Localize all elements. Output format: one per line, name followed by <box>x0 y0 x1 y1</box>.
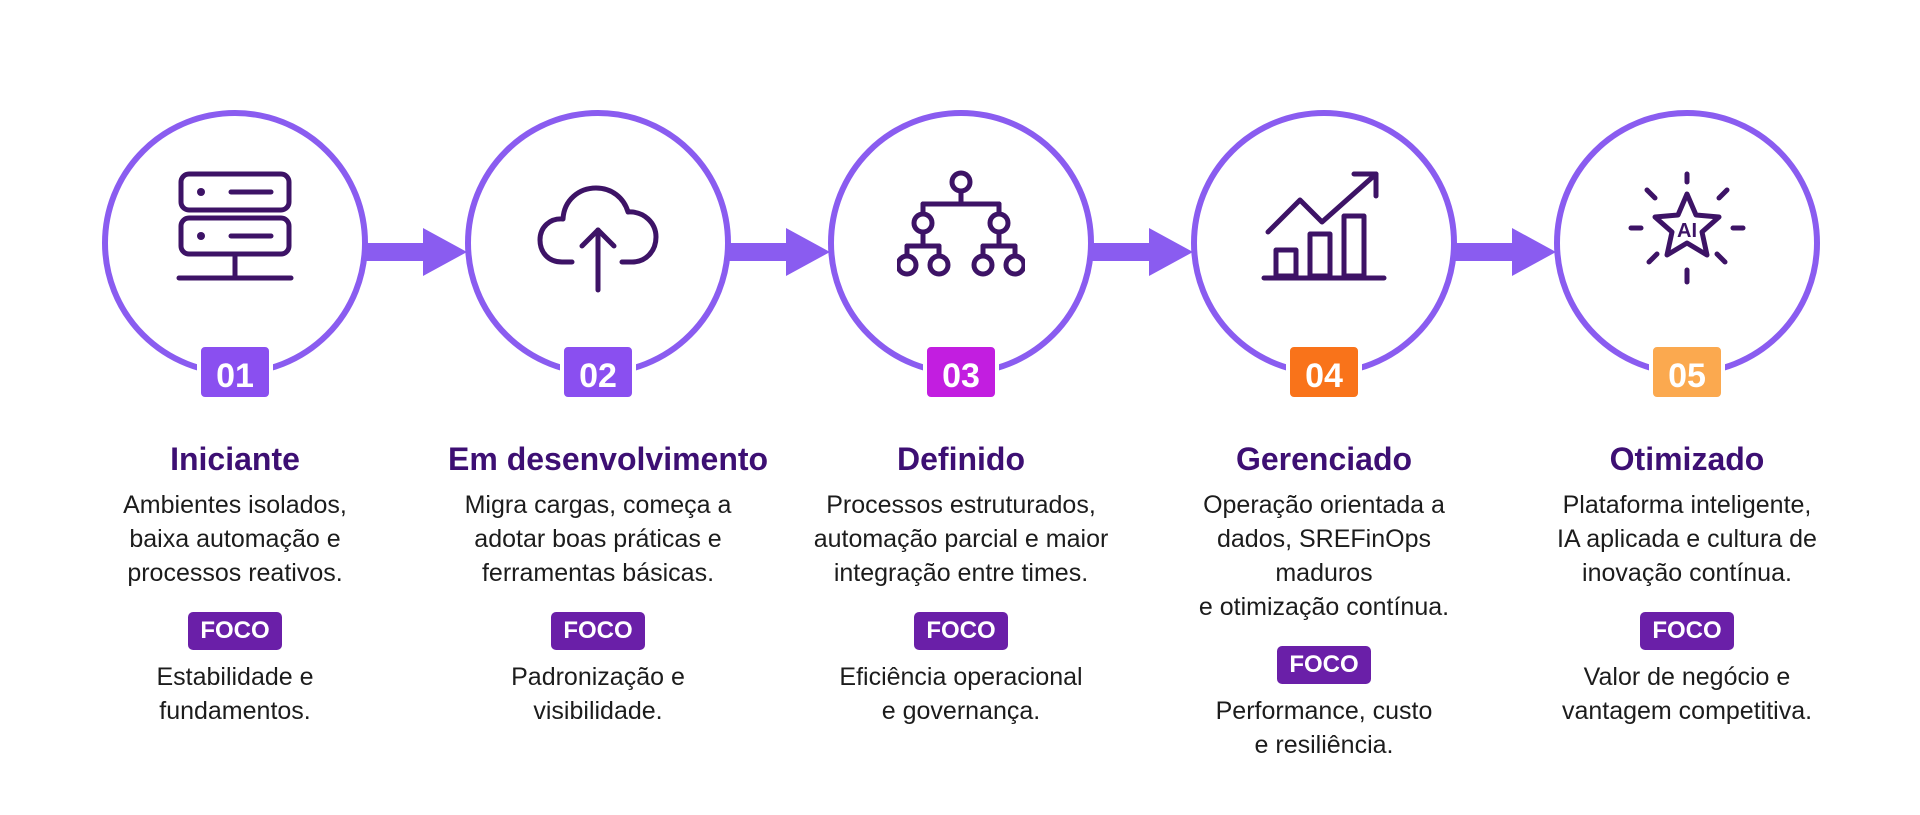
stage-focus: Padronização e visibilidade. <box>511 663 685 725</box>
stage-title: Gerenciado <box>1235 441 1413 477</box>
circle-ring <box>1191 110 1457 376</box>
stage-title: Em desenvolvimento <box>448 441 769 477</box>
stage-title: Iniciante <box>170 441 300 477</box>
stage-description: Migra cargas, começa a adotar boas práti… <box>464 491 732 587</box>
step-number-badge: 01 <box>197 343 273 401</box>
stage-circle: AI 05 <box>1552 108 1822 401</box>
stage-focus: Performance, custo e resiliência. <box>1215 697 1433 759</box>
cloud-upload-icon <box>537 185 659 293</box>
step-number-badge: 03 <box>923 343 999 401</box>
stage-4: 04 Gerenciado Operação orientada a dados… <box>1174 108 1474 762</box>
step-number-badge: 05 <box>1649 343 1725 401</box>
arrow-right-icon <box>363 228 467 276</box>
stage-circle: 01 <box>100 108 370 401</box>
hierarchy-icon <box>897 170 1025 277</box>
stage-circle: 02 <box>463 108 733 401</box>
stage-5: AI 05 Otimizado Plataforma inteligente, … <box>1537 108 1837 728</box>
stage-description: Ambientes isolados, baixa automação e pr… <box>123 491 347 587</box>
stage-description: Processos estruturados, automação parcia… <box>813 491 1109 587</box>
stage-title: Otimizado <box>1609 441 1765 477</box>
focus-badge: FOCO <box>1640 612 1734 650</box>
stage-description: Plataforma inteligente, IA aplicada e cu… <box>1557 491 1817 587</box>
step-number-badge: 02 <box>560 343 636 401</box>
focus-badge: FOCO <box>188 612 282 650</box>
circle-ring <box>102 110 368 376</box>
stage-focus: Valor de negócio e vantagem competitiva. <box>1561 663 1813 725</box>
svg-text:AI: AI <box>1677 220 1697 242</box>
arrow-right-icon <box>1089 228 1193 276</box>
stage-1: 01 Iniciante Ambientes isolados, baixa a… <box>85 108 385 728</box>
step-number-badge: 04 <box>1286 343 1362 401</box>
focus-badge: FOCO <box>914 612 1008 650</box>
stage-focus: Estabilidade e fundamentos. <box>156 663 314 725</box>
stage-2: 02 Em desenvolvimento Migra cargas, come… <box>448 108 769 728</box>
server-icon <box>176 171 294 281</box>
arrow-right-icon <box>1452 228 1556 276</box>
focus-badge: FOCO <box>1277 646 1371 684</box>
arrow-right-icon <box>726 228 830 276</box>
stage-focus: Eficiência operacional e governança. <box>839 663 1083 725</box>
stage-circle: 03 <box>826 108 1096 401</box>
growth-chart-icon <box>1261 171 1387 281</box>
stage-3: 03 Definido Processos estruturados, auto… <box>811 108 1111 728</box>
circle-ring <box>828 110 1094 376</box>
stage-description: Operação orientada a dados, SREFinOps ma… <box>1198 491 1450 621</box>
focus-badge: FOCO <box>551 612 645 650</box>
stage-title: Definido <box>897 441 1025 477</box>
stage-circle: 04 <box>1189 108 1459 401</box>
ai-star-icon: AI <box>1628 171 1746 285</box>
